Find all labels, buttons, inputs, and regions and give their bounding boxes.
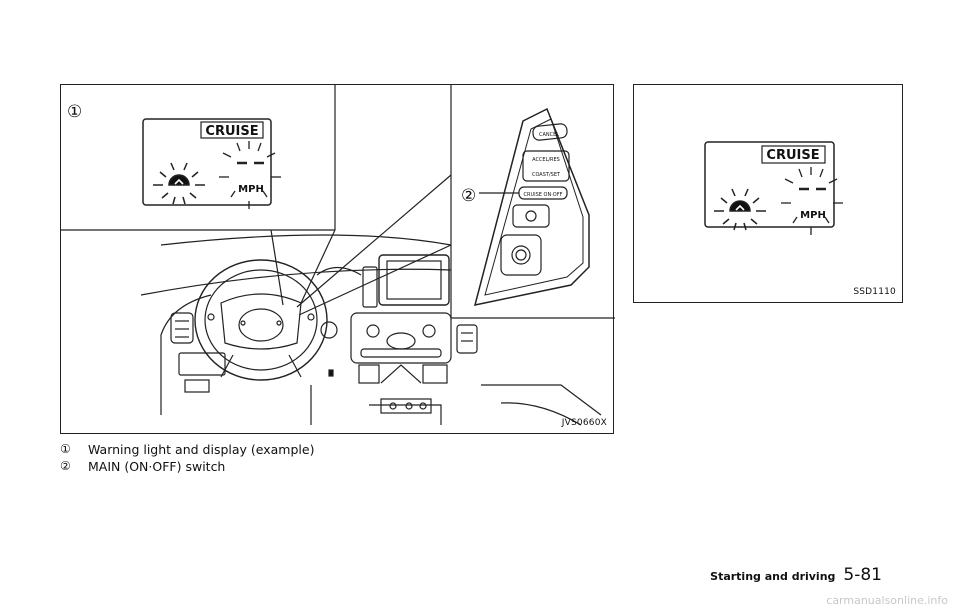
caption-number: ① (60, 442, 71, 456)
accel-res-label: ACCEL/RES (532, 157, 560, 163)
cruise-label: CRUISE (205, 124, 258, 139)
cruise-display-figure: CRUISE MPH SSD1110 (633, 84, 903, 303)
page-footer: Starting and driving 5-81 (710, 565, 882, 585)
page-number: 5-81 (843, 565, 882, 585)
caption-item: ② MAIN (ON·OFF) switch (60, 458, 314, 475)
figure-code: SSD1110 (853, 287, 896, 297)
coast-set-label: COAST/SET (532, 172, 561, 178)
mph-label: MPH (800, 210, 826, 221)
mph-label: MPH (238, 184, 264, 195)
section-title: Starting and driving (710, 570, 836, 583)
callout-1: ① (67, 102, 82, 122)
figure-captions: ① Warning light and display (example) ② … (60, 441, 314, 475)
dashboard-illustration: ① CRUISE MPH (61, 85, 615, 426)
dashboard-figure: ① CRUISE MPH (60, 84, 615, 434)
caption-number: ② (60, 459, 71, 473)
figure-code: JVS0660X (561, 418, 607, 428)
caption-text: MAIN (ON·OFF) switch (88, 459, 226, 474)
main-switch-label: CRUISE ON·OFF (524, 192, 563, 198)
watermark: carmanualsonline.info (826, 594, 948, 607)
caption-item: ① Warning light and display (example) (60, 441, 314, 458)
cancel-label: CANCEL (539, 132, 559, 138)
callout-2: ② (461, 186, 476, 206)
cruise-label: CRUISE (766, 148, 819, 163)
caption-text: Warning light and display (example) (88, 442, 315, 457)
cruise-display-illustration: CRUISE MPH (704, 141, 843, 235)
